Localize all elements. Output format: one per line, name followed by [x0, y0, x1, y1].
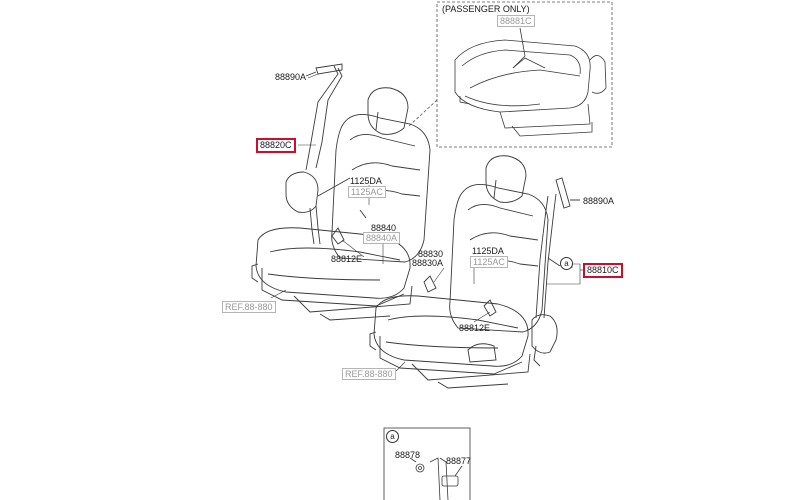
inset-seat-cushion: [454, 27, 607, 137]
left-buckle-alt-label: 88840A: [363, 232, 401, 244]
detail-part-88878-label: 88878: [395, 450, 421, 460]
passenger-only-frame: [436, 1, 613, 148]
left-upper-anchor: [305, 63, 343, 77]
right-bolt-label: 1125DA: [472, 246, 504, 256]
left-upper-anchor-label: 88890A: [275, 72, 307, 82]
left-bolt-alt-label: 1125AC: [348, 186, 386, 198]
right-buckle-alt-label: 88830A: [412, 258, 444, 268]
left-belt-assembly-label[interactable]: 88820C: [256, 138, 296, 153]
right-seat: [369, 155, 549, 389]
callout-a-marker: a: [560, 257, 573, 270]
left-seat: [251, 87, 431, 321]
detail-part-88877-label: 88877: [446, 456, 472, 466]
right-upper-anchor: [555, 177, 580, 209]
detail-a-marker: a: [386, 430, 399, 443]
right-belt: [423, 193, 561, 367]
left-buckle-label: 88840: [371, 223, 397, 233]
right-buckle-label: 88830: [418, 249, 444, 259]
part-88881c-label: 88881C: [497, 15, 535, 27]
right-belt-assembly-label[interactable]: 88810C: [583, 263, 623, 278]
right-upper-anchor-label: 88890A: [583, 196, 615, 206]
passenger-leader-line: [407, 99, 438, 128]
detail-a-box: [383, 427, 471, 500]
left-bolt-label: 1125DA: [350, 176, 382, 186]
left-belt: [285, 65, 367, 245]
right-buckle-bracket-label: 88812E: [459, 323, 491, 333]
left-ref-label: REF.88-880: [222, 301, 276, 313]
left-buckle-bracket-label: 88812E: [331, 254, 363, 264]
right-bolt-alt-label: 1125AC: [470, 256, 508, 268]
passenger-only-title: (PASSENGER ONLY): [442, 4, 530, 14]
right-ref-label: REF.88-880: [342, 368, 396, 380]
